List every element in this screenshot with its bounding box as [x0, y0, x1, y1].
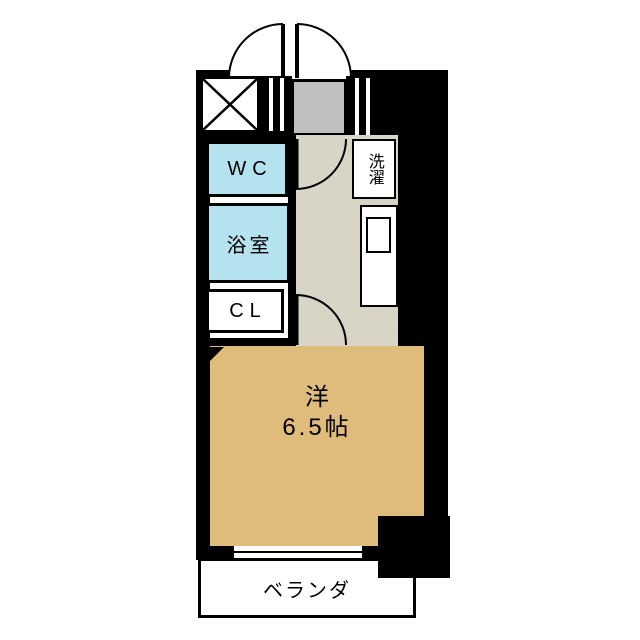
- laundry-machine-space: 洗濯: [352, 139, 396, 199]
- main-room: 洋 6.5帖: [210, 346, 424, 546]
- bath-label: 浴室: [226, 234, 273, 257]
- wall-closet-room: [196, 338, 296, 346]
- kitchen-sink: [366, 217, 391, 253]
- entrance-door-left-swing-icon: [228, 23, 284, 79]
- wall-right-shaft-block: [398, 137, 448, 346]
- wall-right-upper-block: [376, 70, 448, 137]
- entrance-door-right-swing-icon: [296, 23, 352, 79]
- laundry-label: 洗濯: [365, 153, 383, 185]
- window-to-veranda: [234, 546, 362, 560]
- pillar-block: [378, 516, 450, 578]
- closet-room: CL: [206, 289, 284, 333]
- wc-room: WC: [206, 141, 288, 197]
- wall-below-entry-row: [196, 133, 296, 141]
- closet-label: CL: [229, 299, 267, 322]
- main-room-name-label: 洋: [305, 384, 329, 411]
- elevator-shaft-box: [200, 76, 260, 133]
- main-room-size-label: 6.5帖: [282, 414, 352, 441]
- window-pane-line: [234, 551, 362, 553]
- shaft-box-hatched: [346, 76, 376, 137]
- bath-room: 浴室: [206, 203, 290, 283]
- entry-genkan-area: [292, 80, 346, 135]
- veranda-label: ベランダ: [263, 579, 351, 602]
- wc-label: WC: [227, 157, 273, 180]
- wall-kitchen-left: [288, 133, 296, 346]
- meter-box-hatched: [260, 76, 292, 133]
